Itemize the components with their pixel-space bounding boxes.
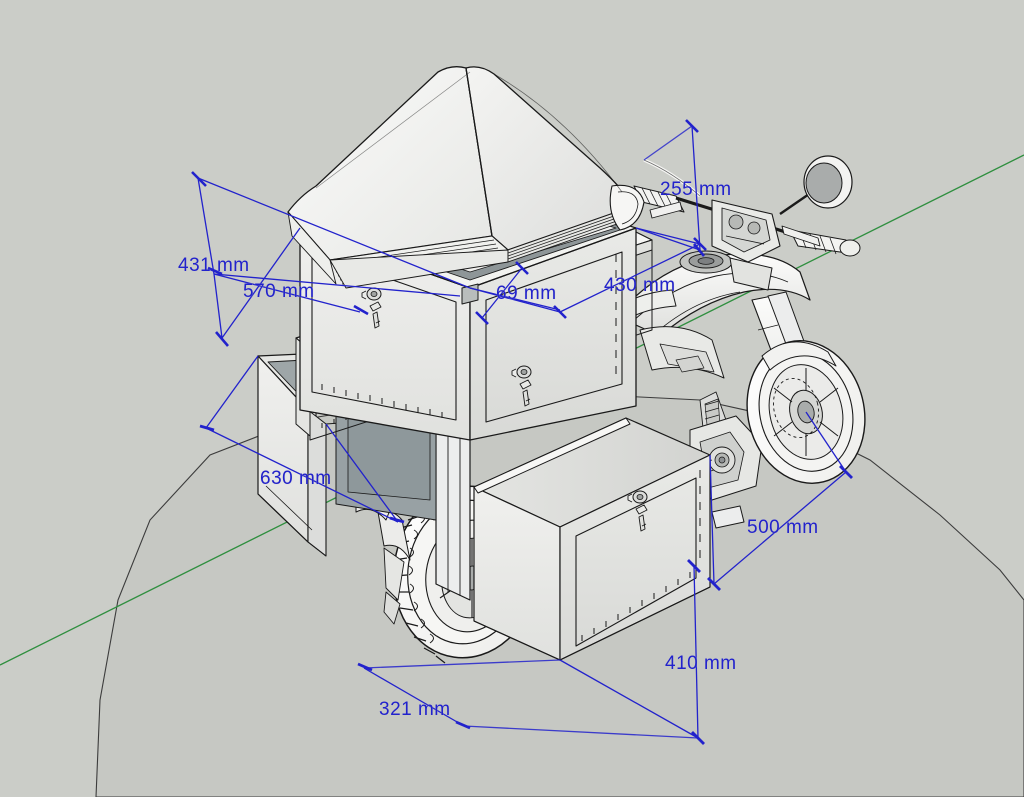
dimension-line-255mm <box>635 119 705 257</box>
lower-cabinet <box>473 417 711 661</box>
handlebar <box>633 185 861 291</box>
fuel-cap <box>679 250 733 274</box>
dimension-line-570mm <box>213 273 369 316</box>
dimension-line-431mm <box>191 171 471 347</box>
cam-lock-with-key <box>361 287 382 329</box>
dimension-line-410mm <box>559 559 705 745</box>
front-fender <box>761 341 837 371</box>
dimension-line-500mm <box>707 411 853 591</box>
dimension-annotations <box>191 119 853 745</box>
dimension-line-321mm <box>357 659 699 739</box>
mirror-support-cable <box>643 158 702 198</box>
engine-block <box>689 415 763 501</box>
rear-view-mirror <box>779 155 853 215</box>
hinged-book-roof <box>287 66 645 289</box>
vending-cart <box>257 66 711 661</box>
front-wheel <box>746 340 866 484</box>
cam-lock-with-key <box>511 365 532 407</box>
footpeg <box>711 505 745 529</box>
cam-lock-with-key <box>627 490 648 532</box>
dimension-line-630mm <box>199 355 405 524</box>
